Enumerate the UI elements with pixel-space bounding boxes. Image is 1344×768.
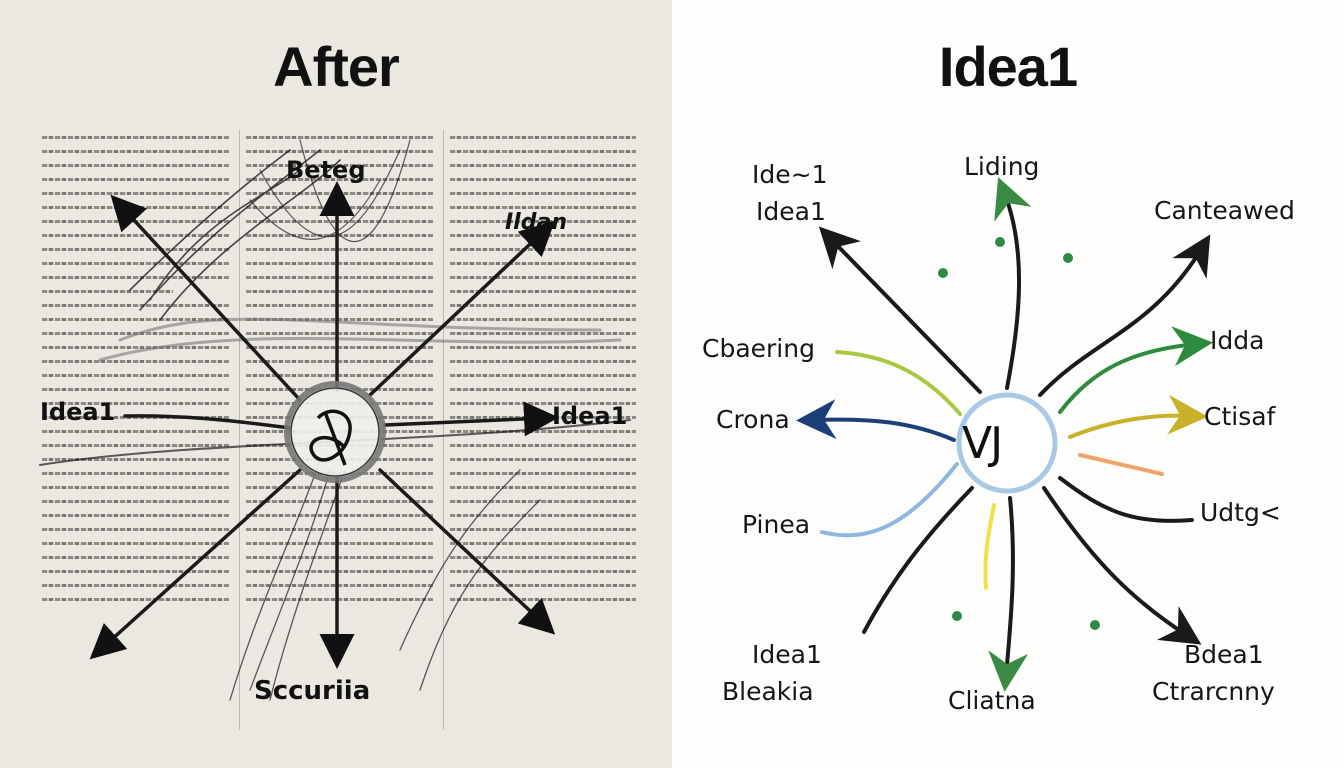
center-node-text: VJ (962, 418, 1003, 469)
sketch-label-right: Idea1 (552, 402, 628, 430)
sketch-label-top: Beteg (286, 156, 366, 184)
accent-dots (938, 237, 1100, 630)
branch-right-upper (1058, 326, 1213, 414)
branch-left (796, 399, 956, 442)
label-left: Crona (716, 405, 790, 434)
scribbled-center-glyph (309, 409, 352, 466)
branch-upper-left (818, 226, 982, 394)
branch-lower-right (1042, 486, 1202, 645)
label-down: Cliatna (948, 686, 1036, 715)
right-panel-title: Idea1 (938, 35, 1078, 98)
branch-lower-yellow (983, 503, 996, 590)
scribbled-center-circle (284, 381, 386, 483)
clean-mindmap-panel: Idea1 (672, 0, 1344, 768)
label-left-upper: Cbaering (702, 334, 815, 363)
label-left-lower: Pinea (742, 510, 811, 539)
branch-right-lower (1058, 476, 1194, 523)
sketch-label-left: Idea1 (40, 398, 116, 426)
scribble-layer (39, 139, 631, 701)
branch-upper-right (1038, 234, 1211, 397)
mindmap-layer (796, 177, 1213, 692)
branch-left-lower (820, 462, 959, 538)
label-upper-left-2: Idea1 (756, 197, 826, 226)
label-up: Liding (964, 152, 1040, 181)
label-right-lower: Udtg< (1200, 498, 1281, 527)
branch-up (994, 177, 1032, 390)
center-node-ring (956, 392, 1058, 494)
label-lower-right-2: Ctrarcnny (1152, 677, 1275, 706)
before-sketch-panel: After (0, 0, 672, 768)
label-lower-right-1: Bdea1 (1184, 640, 1264, 669)
branch-lower-left (862, 486, 974, 634)
sketch-label-top-right: Ildan (505, 210, 567, 235)
label-lower-left-1: Idea1 (752, 640, 822, 669)
label-upper-left-1: Ide~1 (752, 160, 828, 189)
sketch-label-bottom: Sccuriia (254, 676, 371, 706)
branch-right (1068, 394, 1208, 439)
label-upper-right: Canteawed (1154, 196, 1295, 225)
label-lower-left-2: Bleakia (722, 677, 814, 706)
left-panel-title: After (273, 35, 400, 98)
branch-down (988, 496, 1029, 692)
branch-left-upper (835, 350, 962, 416)
branch-right-short (1078, 453, 1164, 476)
label-right: Ctisaf (1204, 402, 1276, 431)
label-right-upper: Idda (1210, 326, 1265, 355)
